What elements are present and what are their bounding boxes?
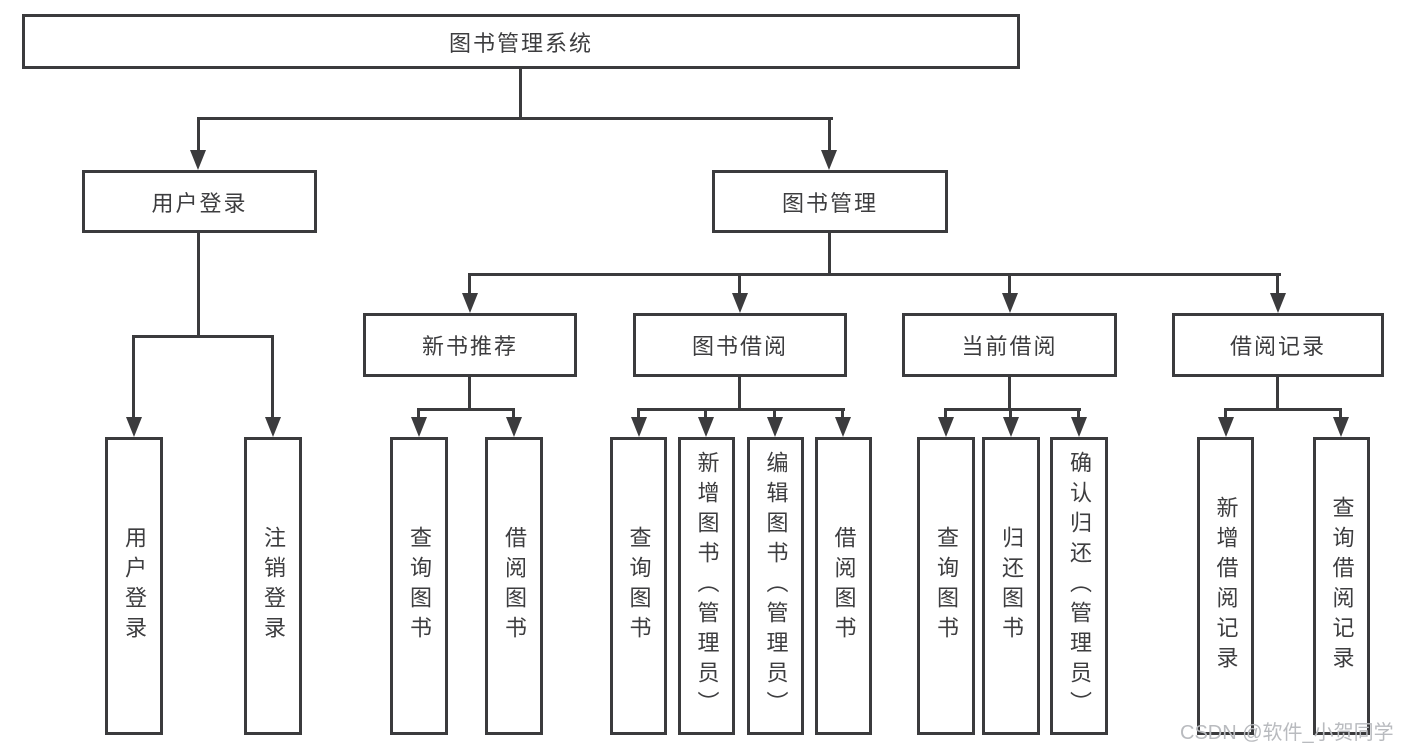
arrow-down-icon: [190, 150, 206, 170]
connector-line: [828, 233, 831, 275]
connector-line: [773, 408, 776, 419]
connector-line: [738, 273, 741, 295]
connector-line: [512, 408, 515, 419]
connector-line: [1009, 408, 1012, 419]
leaf-logout: 注销登录: [244, 437, 302, 735]
connector-line: [944, 408, 1081, 411]
connector-line: [738, 377, 741, 410]
connector-line: [417, 408, 515, 411]
node-user-login: 用户登录: [82, 170, 317, 233]
arrow-down-icon: [1071, 417, 1087, 437]
connector-line: [1276, 273, 1279, 295]
connector-line: [841, 408, 844, 419]
node-new-book-recommend: 新书推荐: [363, 313, 577, 377]
arrow-down-icon: [462, 293, 478, 313]
leaf-edit-books-admin: 编辑图书（管理员）: [747, 437, 804, 735]
arrow-down-icon: [732, 293, 748, 313]
arrow-down-icon: [821, 150, 837, 170]
connector-line: [468, 273, 471, 295]
connector-line: [1276, 377, 1279, 410]
connector-line: [197, 233, 200, 337]
arrow-down-icon: [698, 417, 714, 437]
leaf-query-books-recommend: 查询图书: [390, 437, 448, 735]
connector-line: [198, 117, 833, 120]
connector-line: [1224, 408, 1227, 419]
connector-line: [271, 335, 274, 419]
connector-line: [1008, 377, 1011, 410]
leaf-query-books-current: 查询图书: [917, 437, 975, 735]
arrow-down-icon: [1218, 417, 1234, 437]
arrow-down-icon: [835, 417, 851, 437]
leaf-query-borrow-record: 查询借阅记录: [1313, 437, 1370, 735]
leaf-borrow-books-borrowing: 借阅图书: [815, 437, 872, 735]
arrow-down-icon: [1002, 293, 1018, 313]
connector-line: [1339, 408, 1342, 419]
connector-line: [1077, 408, 1080, 419]
leaf-add-borrow-record: 新增借阅记录: [1197, 437, 1254, 735]
watermark: CSDN @软件_小贺同学: [1180, 722, 1394, 744]
connector-line: [637, 408, 845, 411]
leaf-add-books-admin: 新增图书（管理员）: [678, 437, 735, 735]
leaf-confirm-return-admin: 确认归还（管理员）: [1050, 437, 1108, 735]
connector-line: [132, 335, 274, 338]
connector-line: [704, 408, 707, 419]
connector-line: [417, 408, 420, 419]
node-library-management-system: 图书管理系统: [22, 14, 1020, 69]
arrow-down-icon: [767, 417, 783, 437]
connector-line: [132, 335, 135, 419]
arrow-down-icon: [1003, 417, 1019, 437]
node-current-borrowing: 当前借阅: [902, 313, 1117, 377]
arrow-down-icon: [265, 417, 281, 437]
leaf-user-login: 用户登录: [105, 437, 163, 735]
arrow-down-icon: [1333, 417, 1349, 437]
node-borrowing-records: 借阅记录: [1172, 313, 1384, 377]
connector-line: [519, 69, 522, 119]
connector-line: [944, 408, 947, 419]
connector-line: [468, 273, 1281, 276]
leaf-borrow-books-recommend: 借阅图书: [485, 437, 543, 735]
connector-line: [197, 117, 200, 153]
node-book-management: 图书管理: [712, 170, 948, 233]
connector-line: [637, 408, 640, 419]
connector-line: [468, 377, 471, 410]
connector-line: [1224, 408, 1342, 411]
arrow-down-icon: [126, 417, 142, 437]
leaf-query-books-borrowing: 查询图书: [610, 437, 667, 735]
arrow-down-icon: [1270, 293, 1286, 313]
connector-line: [1008, 273, 1011, 295]
connector-line: [828, 117, 831, 153]
node-book-borrowing: 图书借阅: [633, 313, 847, 377]
arrow-down-icon: [631, 417, 647, 437]
arrow-down-icon: [938, 417, 954, 437]
arrow-down-icon: [506, 417, 522, 437]
leaf-return-books: 归还图书: [982, 437, 1040, 735]
arrow-down-icon: [411, 417, 427, 437]
